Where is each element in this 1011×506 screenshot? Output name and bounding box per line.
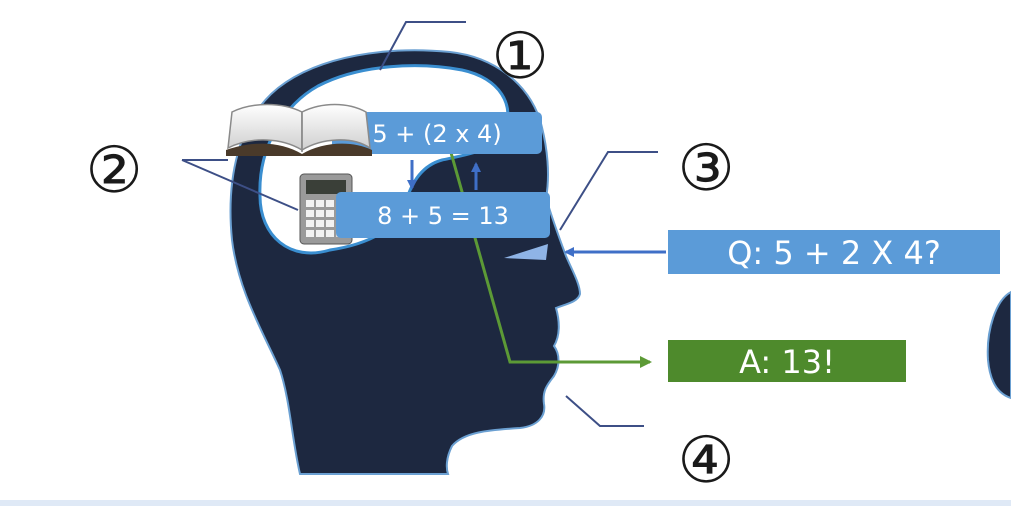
calculator-key [306,200,314,207]
leader-line-3 [560,152,658,230]
calculation-text: 8 + 5 = 13 [377,202,509,230]
answer-box: A: 13! [668,340,906,382]
bottom-border [0,500,1011,506]
calculator-key [306,210,314,217]
calculator-key [326,220,334,227]
calculator-key [316,230,324,237]
question-box: Q: 5 + 2 X 4? [668,230,1000,274]
marker-2: ② [85,134,142,208]
calculator-key [316,220,324,227]
calculator-key [326,210,334,217]
open-book-icon [226,105,372,157]
calculator-key [306,220,314,227]
question-text: Q: 5 + 2 X 4? [727,234,941,272]
calculator-key [316,210,324,217]
answer-text: A: 13! [739,343,835,381]
speaker-silhouette [988,292,1011,398]
calculator-key [316,200,324,207]
calculator-key [326,200,334,207]
calculator-key [306,230,314,237]
calculation-box: 8 + 5 = 13 [336,192,550,238]
calculator-key [326,230,334,237]
marker-4: ④ [677,424,734,498]
marker-1: ① [491,20,548,94]
expression-text: 5 + (2 x 4) [372,120,501,148]
leader-line-4 [566,396,644,426]
marker-3: ③ [677,132,734,206]
